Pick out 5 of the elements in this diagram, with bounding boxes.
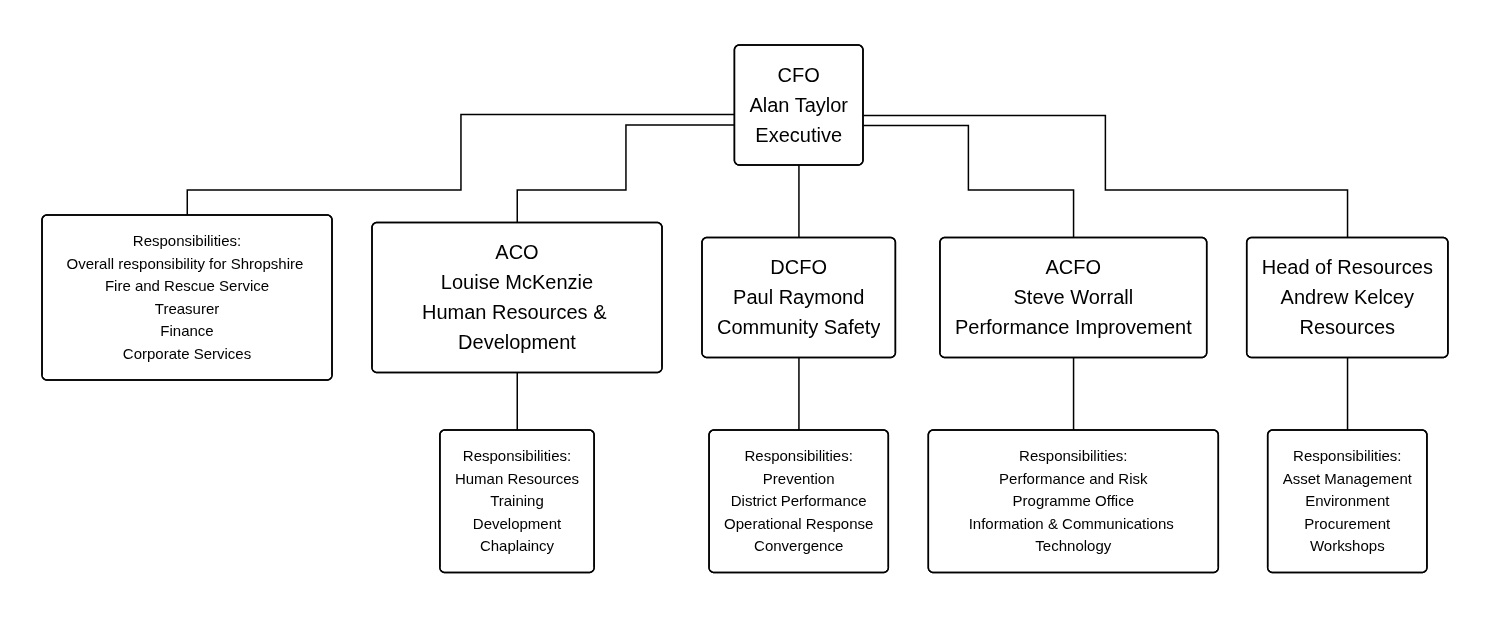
connector	[516, 372, 519, 432]
connector	[1346, 357, 1349, 432]
connector	[798, 165, 800, 239]
connector	[798, 357, 800, 432]
connector	[1072, 357, 1075, 432]
